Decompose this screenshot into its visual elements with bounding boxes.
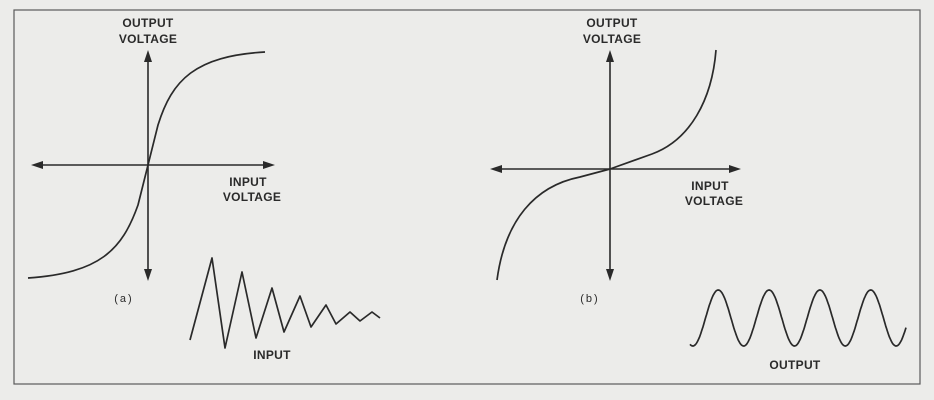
panel-b-y-axis-label-line1: OUTPUT	[586, 16, 637, 30]
panel-b-caption: (b)	[580, 293, 599, 305]
panel-b-y-axis-arrow-up	[606, 50, 614, 62]
panel-a-caption: (a)	[114, 293, 133, 305]
figure-frame	[13, 9, 921, 385]
panel-b-x-axis-label-line1: INPUT	[691, 179, 729, 193]
panel-a-transfer-curve	[27, 51, 266, 279]
panel-a-input-waveform	[189, 257, 381, 349]
panel-a-y-axis-arrow-up	[144, 50, 152, 62]
panel-b-transfer-curve	[496, 49, 717, 281]
panel-b-y-axis-arrow-down	[606, 269, 614, 281]
panel-a-x-axis-label-line2: VOLTAGE	[223, 190, 281, 204]
panel-b-y-axis-label-line2: VOLTAGE	[583, 32, 641, 46]
panel-a-y-axis-arrow-down	[144, 269, 152, 281]
panel-a-waveform-label: INPUT	[253, 348, 291, 362]
panel-b-waveform-label: OUTPUT	[769, 358, 820, 372]
panel-b-output-waveform	[689, 289, 907, 347]
panel-a: OUTPUT VOLTAGE INPUT VOLTAGE (a) INPUT	[27, 16, 381, 362]
panel-a-x-axis-label-line1: INPUT	[229, 175, 267, 189]
panel-a-x-axis-arrow-left	[31, 161, 43, 169]
panel-a-x-axis-arrow-right	[263, 161, 275, 169]
panel-b-x-axis-arrow-left	[490, 165, 502, 173]
panel-b-x-axis-arrow-right	[729, 165, 741, 173]
panel-a-y-axis-label-line1: OUTPUT	[122, 16, 173, 30]
panel-b: OUTPUT VOLTAGE INPUT VOLTAGE (b) OUTPUT	[490, 16, 907, 372]
panel-a-y-axis-label-line2: VOLTAGE	[119, 32, 177, 46]
panel-b-x-axis-label-line2: VOLTAGE	[685, 194, 743, 208]
